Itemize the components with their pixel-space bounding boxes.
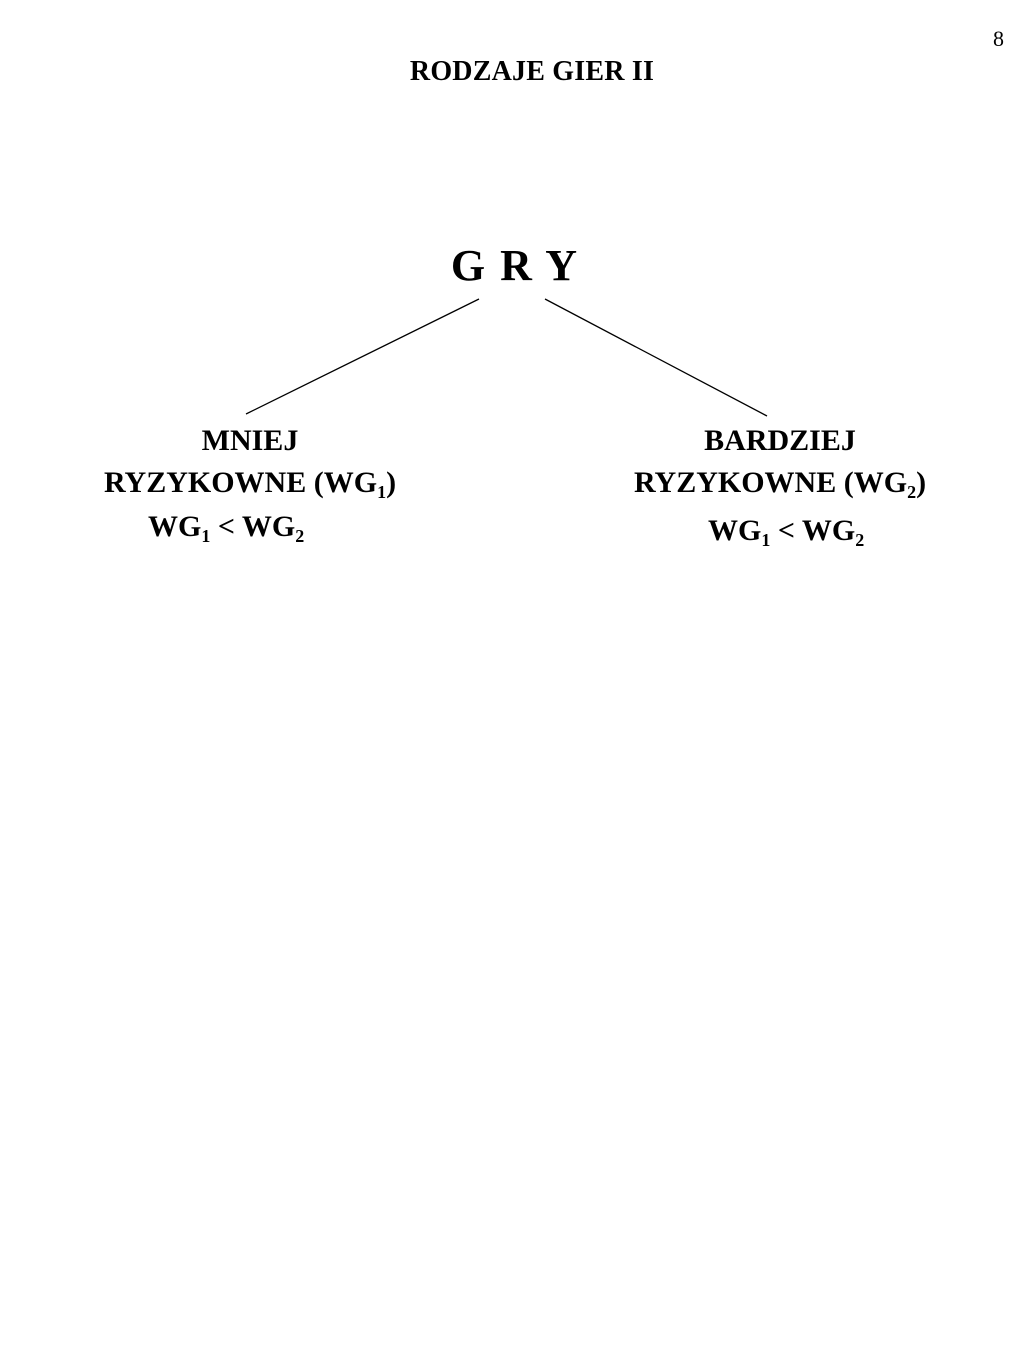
tree-root-node: G R Y (450, 241, 580, 290)
branch-node-less-risky: MNIEJ RYZYKOWNE (WG1) (60, 420, 440, 504)
branch-left-subheading: RYZYKOWNE (WG1) (103, 466, 397, 502)
connector-right (544, 298, 768, 417)
relation-right: WG1 < WG2 (708, 514, 865, 550)
branch-right-subheading: RYZYKOWNE (WG2) (633, 466, 927, 502)
relation-left: WG1 < WG2 (148, 510, 305, 546)
branch-left-heading: MNIEJ (201, 424, 299, 457)
page-title: RODZAJE GIER II (409, 56, 655, 87)
page-number: 8 (993, 26, 1004, 51)
branch-right-heading: BARDZIEJ (704, 424, 856, 457)
connector-left (245, 298, 480, 415)
branch-node-more-risky: BARDZIEJ RYZYKOWNE (WG2) (590, 420, 970, 504)
